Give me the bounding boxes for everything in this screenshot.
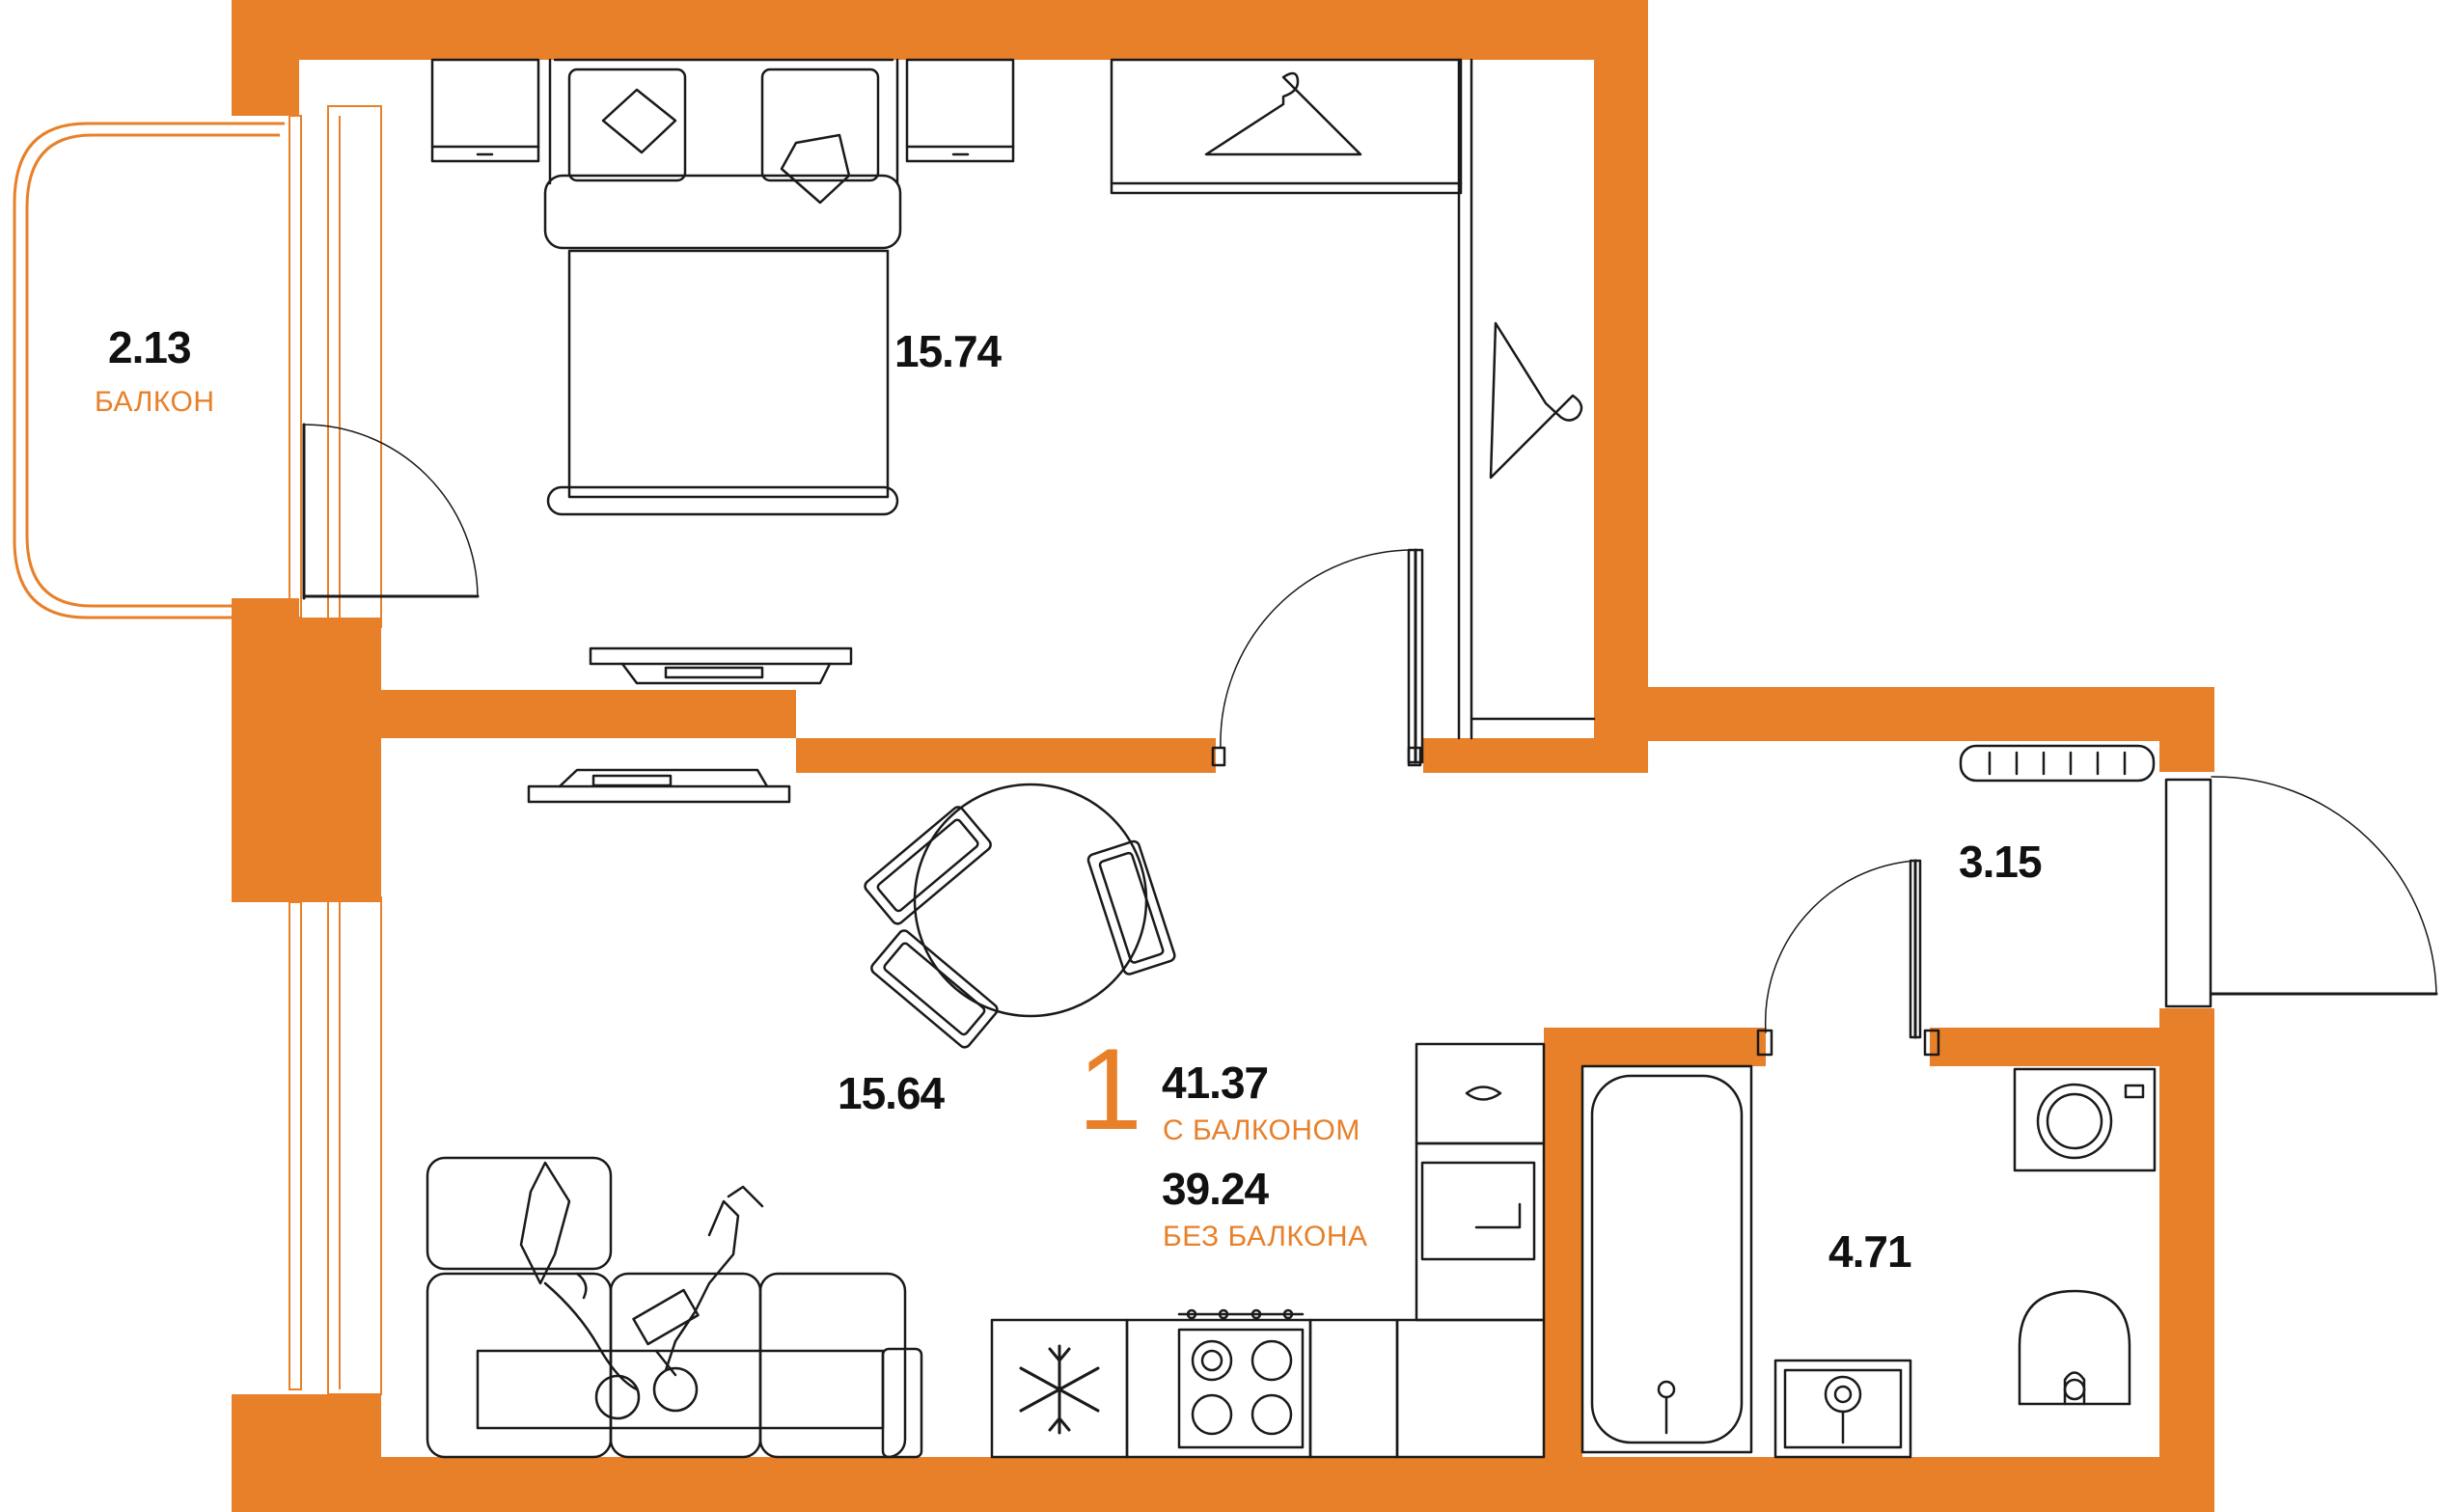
balcony-label: БАЛКОН <box>95 386 215 418</box>
walls <box>232 0 2214 1512</box>
snowflake-icon <box>1019 1344 1100 1435</box>
washing-machine-icon <box>2013 1067 2157 1172</box>
total-with-balcony: 41.37 <box>1162 1058 1269 1108</box>
hanger-icon <box>1489 321 1583 480</box>
without-balcony-label: БЕЗ БАЛКОНА <box>1163 1221 1368 1252</box>
bedroom-area: 15.74 <box>894 326 1002 376</box>
stove-icon <box>1177 1308 1305 1449</box>
hanger-icon <box>1204 71 1362 156</box>
living-area: 15.64 <box>838 1068 945 1118</box>
radiator-icon <box>1959 744 2156 783</box>
with-balcony-label: С БАЛКОНОМ <box>1163 1114 1360 1146</box>
bathtub-icon <box>1580 1064 1753 1454</box>
sink-icon <box>1773 1359 1912 1459</box>
toilet-icon <box>2018 1289 2131 1406</box>
windows <box>289 105 382 1395</box>
total-without-balcony: 39.24 <box>1162 1164 1269 1214</box>
balcony <box>13 122 285 619</box>
rooms-count: 1 <box>1078 1025 1142 1154</box>
fixtures <box>302 58 2438 1459</box>
hall-area: 3.15 <box>1959 837 2043 887</box>
openings <box>299 60 2214 1457</box>
bath-area: 4.71 <box>1828 1226 1912 1277</box>
balcony-area: 2.13 <box>108 322 192 372</box>
